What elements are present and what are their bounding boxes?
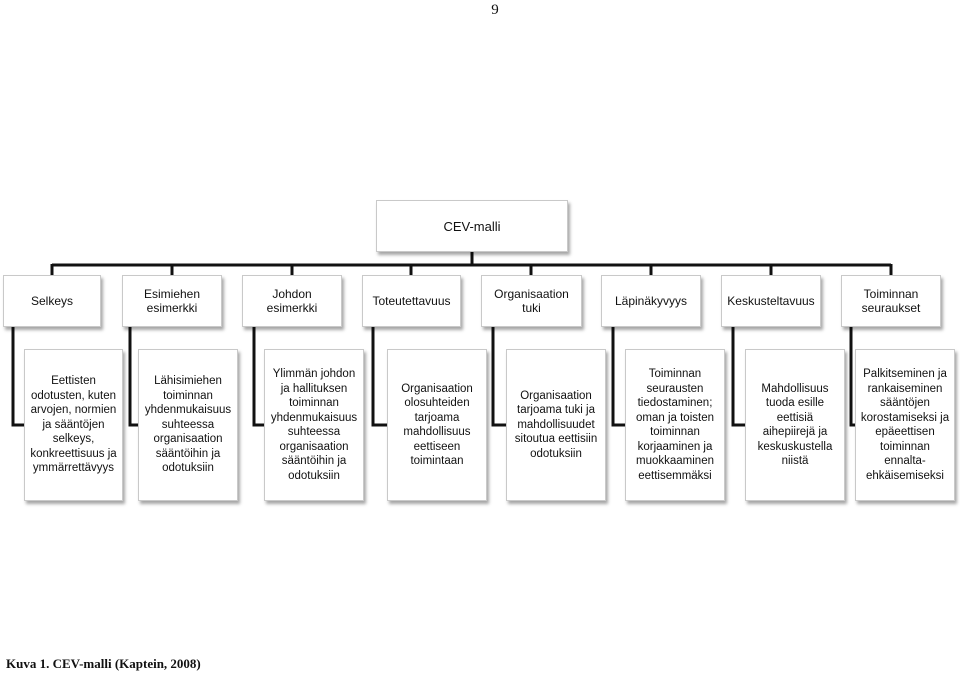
root-box-cev-malli: CEV-malli [376,200,568,252]
detail-text: Palkitseminen ja rankaiseminen sääntöjen… [860,368,950,482]
category-label: Läpinäkyvyys [614,294,688,308]
category-box-johdon-esimerkki: Johdon esimerkki [242,275,342,327]
detail-box-toteutettavuus: Organisaation olosuhteiden tarjoama mahd… [387,349,487,501]
detail-text: Ylimmän johdon ja hallituksen toiminnan … [270,368,358,482]
detail-text: Organisaation tarjoama tuki ja mahdollis… [514,389,598,460]
detail-text: Toiminnan seurausten tiedostaminen; oman… [636,368,714,482]
category-box-toteutettavuus: Toteutettavuus [362,275,461,327]
category-box-toiminnan-seuraukset: Toiminnan seuraukset [841,275,941,327]
category-box-lapinakyvyys: Läpinäkyvyys [601,275,701,327]
figure-caption: Kuva 1. CEV-malli (Kaptein, 2008) [6,656,201,671]
detail-box-toiminnan-seuraukset: Palkitseminen ja rankaiseminen sääntöjen… [855,349,955,501]
category-box-organisaation-tuki: Organisaation tuki [481,275,582,327]
detail-box-keskusteltavuus: Mahdollisuus tuoda esille eettisiä aihep… [745,349,845,501]
category-box-keskusteltavuus: Keskusteltavuus [721,275,821,327]
root-label: CEV-malli [443,218,501,234]
detail-text: Eettisten odotusten, kuten arvojen, norm… [30,375,117,475]
category-label: Toiminnan seuraukset [861,287,921,315]
detail-box-lapinakyvyys: Toiminnan seurausten tiedostaminen; oman… [625,349,725,501]
category-label: Toteutettavuus [372,294,451,308]
category-label: Keskusteltavuus [727,294,815,308]
category-label: Organisaation tuki [494,287,569,315]
category-label: Esimiehen esimerkki [143,287,201,315]
detail-box-esimiehen-esimerkki: Lähisimiehen toiminnan yhdenmukaisuus su… [138,349,238,501]
category-label: Selkeys [30,294,74,308]
detail-box-johdon-esimerkki: Ylimmän johdon ja hallituksen toiminnan … [264,349,364,501]
detail-box-selkeys: Eettisten odotusten, kuten arvojen, norm… [24,349,123,501]
page-number: 9 [491,2,499,18]
category-label: Johdon esimerkki [266,287,318,315]
detail-box-organisaation-tuki: Organisaation tarjoama tuki ja mahdollis… [506,349,606,501]
detail-text: Lähisimiehen toiminnan yhdenmukaisuus su… [144,375,232,475]
detail-text: Mahdollisuus tuoda esille eettisiä aihep… [757,382,833,468]
category-box-selkeys: Selkeys [3,275,101,327]
category-box-esimiehen-esimerkki: Esimiehen esimerkki [122,275,222,327]
detail-text: Organisaation olosuhteiden tarjoama mahd… [401,382,473,468]
